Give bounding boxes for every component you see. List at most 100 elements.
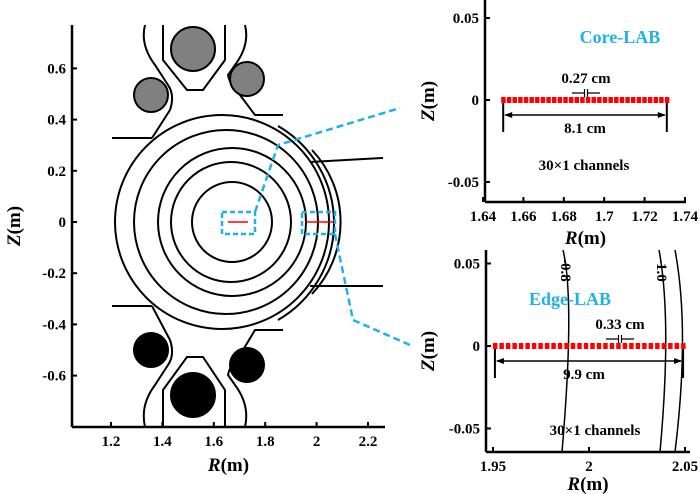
channel-marker — [629, 343, 634, 349]
channel-marker — [653, 97, 659, 103]
channel-marker — [622, 343, 628, 349]
channel-marker — [580, 97, 585, 103]
channel-marker — [518, 97, 523, 103]
channel-marker — [505, 343, 511, 349]
channel-marker — [551, 343, 556, 349]
channel-marker — [648, 343, 654, 349]
y-axis-symbol: Z — [418, 109, 439, 122]
channel-marker — [574, 97, 580, 103]
core-lab-box — [220, 210, 257, 236]
span-label: 9.9 cm — [563, 367, 605, 383]
channel-marker — [636, 97, 642, 103]
y-tick-label: 0.05 — [454, 257, 480, 273]
channel-marker — [546, 97, 551, 103]
x-tick-label: 1.4 — [153, 434, 172, 450]
x-axis-unit: (m) — [580, 474, 608, 494]
channel-marker — [647, 97, 653, 103]
x-axis-label: R(m) — [564, 228, 606, 249]
spacing-label: 0.33 cm — [595, 317, 645, 333]
channel-marker — [570, 343, 576, 349]
core-zoom-connector — [253, 106, 401, 213]
channel-marker — [540, 97, 546, 103]
channel-marker — [603, 343, 608, 349]
channel-marker — [535, 97, 540, 103]
x-tick-label: 1.7 — [595, 209, 614, 225]
channel-marker — [531, 343, 537, 349]
channel-marker — [608, 97, 613, 103]
channel-marker — [625, 97, 630, 103]
x-tick-label: 1.74 — [672, 209, 699, 225]
x-tick-label: 1.2 — [102, 434, 121, 450]
channel-marker — [664, 97, 670, 103]
y-axis-label: Z(m) — [4, 206, 25, 247]
spacing-label: 0.27 cm — [561, 71, 611, 87]
x-axis-unit: (m) — [578, 228, 606, 249]
coil-upper-left — [133, 77, 169, 113]
channel-marker — [619, 97, 625, 103]
contour-label: -1.0 — [653, 258, 669, 282]
y-axis-symbol: Z — [418, 359, 439, 372]
channel-marker — [563, 97, 568, 103]
y-axis-symbol: Z — [4, 234, 25, 247]
y-tick-label: -0.05 — [449, 422, 480, 438]
channel-marker — [512, 343, 517, 349]
channel-marker — [577, 343, 582, 349]
y-tick-label: -0.6 — [42, 369, 66, 385]
x-axis-label: R(m) — [207, 455, 249, 476]
channel-marker — [642, 343, 647, 349]
lab-locations — [220, 106, 411, 347]
x-axis-symbol: R — [207, 455, 221, 476]
channel-marker — [525, 343, 530, 349]
x-tick-label: 1.68 — [551, 209, 577, 225]
span-label: 8.1 cm — [564, 121, 606, 137]
coil-lower-center — [170, 372, 216, 418]
y-tick-label: 0.6 — [47, 61, 66, 77]
edge-flux-contours — [561, 249, 684, 453]
y-tick-label: 0 — [472, 93, 480, 109]
y-tick-label: -0.05 — [448, 175, 479, 191]
x-tick-label: 1.64 — [470, 209, 497, 225]
channel-marker — [512, 97, 517, 103]
channel-marker — [590, 343, 595, 349]
channel-marker — [661, 343, 667, 349]
channel-marker — [609, 343, 615, 349]
channel-marker — [635, 343, 641, 349]
y-tick-label: 0.4 — [47, 113, 66, 129]
channel-marker — [616, 343, 621, 349]
y-tick-label: 0.05 — [453, 11, 479, 27]
x-tick-label: 1.95 — [480, 459, 506, 475]
channel-marker — [557, 343, 563, 349]
x-tick-label: 1.6 — [204, 434, 223, 450]
lab-title: Edge-LAB — [529, 289, 611, 309]
channel-marker — [655, 343, 660, 349]
y-axis-label: Z(m) — [418, 81, 439, 122]
channel-marker — [564, 343, 569, 349]
channel-marker — [630, 97, 636, 103]
y-axis-unit: (m) — [418, 81, 439, 109]
channel-marker — [668, 343, 673, 349]
channel-marker — [614, 97, 619, 103]
channel-marker — [681, 343, 686, 349]
y-axis-unit: (m) — [4, 206, 25, 234]
channel-marker — [674, 343, 680, 349]
coil-upper-right — [229, 61, 265, 97]
x-axis-label: R(m) — [566, 474, 608, 494]
channel-marker — [551, 97, 557, 103]
channel-marker — [544, 343, 550, 349]
channel-marker — [538, 343, 543, 349]
x-tick-label: 2.2 — [359, 434, 378, 450]
y-tick-label: 0.2 — [47, 164, 66, 180]
channel-marker — [585, 97, 591, 103]
x-tick-label: 1.66 — [510, 209, 537, 225]
y-axis-unit: (m) — [418, 331, 439, 359]
y-tick-label: 0 — [59, 215, 67, 231]
channel-marker — [591, 97, 596, 103]
channel-marker — [583, 343, 589, 349]
channel-marker — [596, 343, 602, 349]
y-axis-label: Z(m) — [418, 331, 439, 372]
channel-marker — [501, 97, 506, 103]
